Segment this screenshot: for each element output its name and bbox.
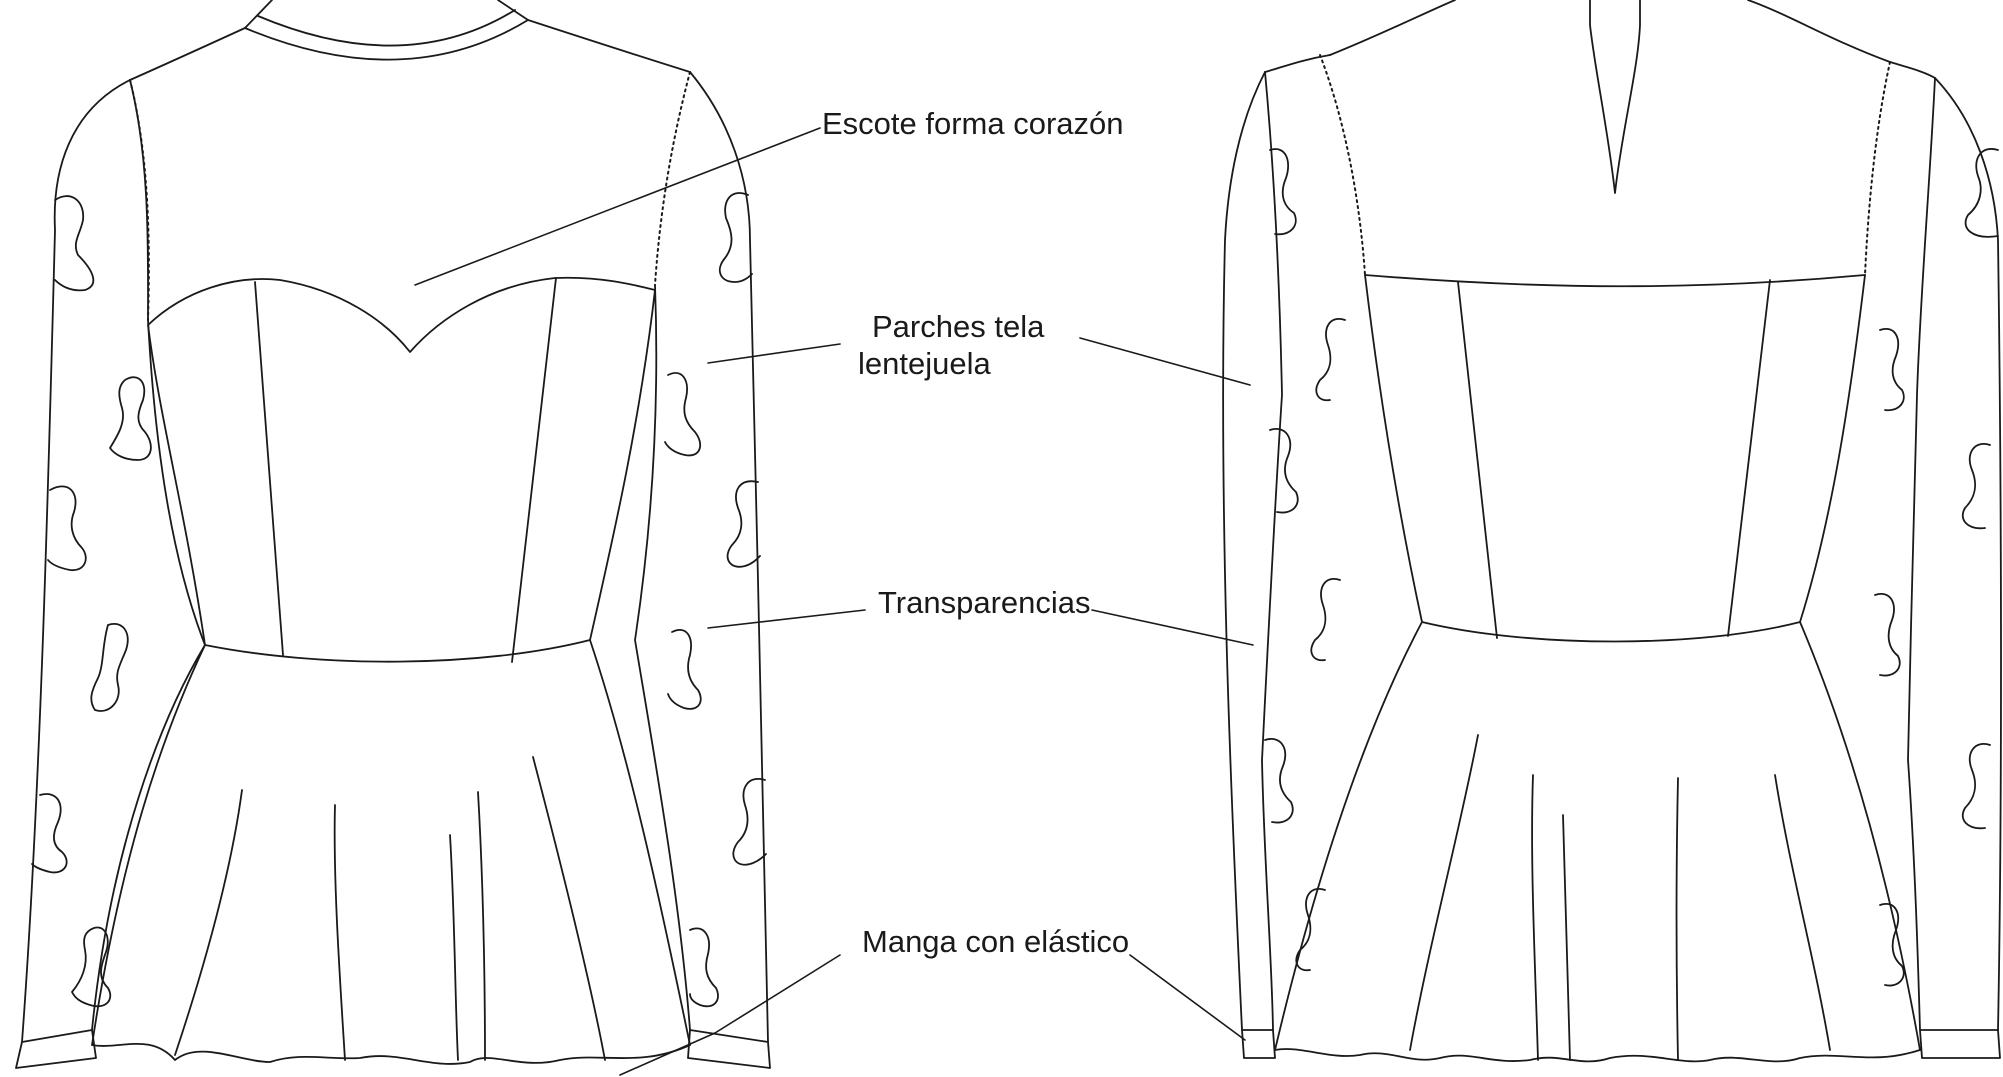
leader-patches-front <box>707 343 841 364</box>
front-sequin-patch <box>47 485 87 571</box>
back-sequin-patch <box>1879 903 1905 987</box>
front-right-sleeve-seam <box>654 71 691 286</box>
front-left-cuff <box>15 1029 97 1069</box>
front-sequin-patch <box>31 793 68 874</box>
front-sequin-patch <box>90 623 129 712</box>
back-sequin-patch <box>1295 888 1326 972</box>
back-sequin-patch <box>1961 743 1991 830</box>
front-right-sleeve <box>689 71 769 1043</box>
leader-transparencies-back <box>1091 609 1254 646</box>
back-right-sleeve <box>1907 77 1936 1031</box>
back-left-sleeve-seam <box>1319 54 1366 276</box>
back-sequin-patch <box>1269 428 1299 514</box>
front-shoulder-left <box>129 27 246 81</box>
front-sequin-patch <box>667 629 702 710</box>
back-sequin-patch <box>1315 318 1346 402</box>
back-waist-seam <box>1421 621 1801 643</box>
back-keyhole-opening <box>1589 0 1641 194</box>
front-neckband-inner <box>257 9 516 47</box>
front-left-sleeve <box>21 79 131 1043</box>
leader-transparencies-front <box>707 609 866 629</box>
front-view <box>15 0 771 1069</box>
front-sequin-patch <box>71 926 112 1008</box>
back-sequin-patch <box>1310 578 1341 662</box>
front-sequin-patch <box>54 195 95 292</box>
back-right-cuff <box>1919 1029 2001 1059</box>
back-view <box>1222 0 2002 1063</box>
leader-sleeve-front-hem <box>619 1032 716 1076</box>
front-neckband <box>244 19 529 61</box>
leader-sleeve-front-cuff <box>714 954 841 1034</box>
leader-neckline <box>414 127 821 286</box>
label-neckline: Escote forma corazón <box>822 106 1124 141</box>
back-left-cuff <box>1241 1029 1276 1059</box>
front-sequin-patch <box>109 376 152 461</box>
leader-sleeve-back <box>1129 954 1246 1041</box>
back-left-sleeve <box>1261 71 1283 1031</box>
front-left-sleeve-seam <box>129 79 150 321</box>
back-sequin-patch <box>1264 738 1294 824</box>
front-shoulder-right <box>527 19 691 73</box>
front-peplum-hem <box>91 1042 691 1065</box>
label-transparencies: Transparencias <box>878 585 1091 620</box>
back-peplum-hem <box>1274 1048 1921 1063</box>
front-sweetheart-neckline <box>147 276 656 353</box>
front-waist-seam <box>204 639 591 663</box>
front-sequin-patch <box>732 778 767 866</box>
back-sequin-patch <box>1961 443 1991 530</box>
front-sequin-patch <box>726 480 761 568</box>
back-right-sleeve-seam <box>1864 61 1891 276</box>
label-sleeve: Manga con elástico <box>862 924 1130 959</box>
front-sequin-patch <box>664 372 702 457</box>
back-sequin-patch <box>1879 328 1905 412</box>
front-right-cuff <box>687 1029 771 1069</box>
front-sequin-patch <box>689 927 719 1008</box>
leader-lines <box>414 127 1254 1076</box>
front-sequin-patch <box>718 192 753 283</box>
back-sequin-patch <box>1874 593 1901 677</box>
back-sequin-patch <box>1269 148 1297 236</box>
leader-patches-back <box>1079 337 1251 386</box>
label-patches-line2: lentejuela <box>858 346 991 381</box>
back-sequin-patch <box>1964 148 1999 238</box>
label-patches-line1: Parches tela <box>872 309 1045 344</box>
back-yoke-seam <box>1364 274 1866 288</box>
